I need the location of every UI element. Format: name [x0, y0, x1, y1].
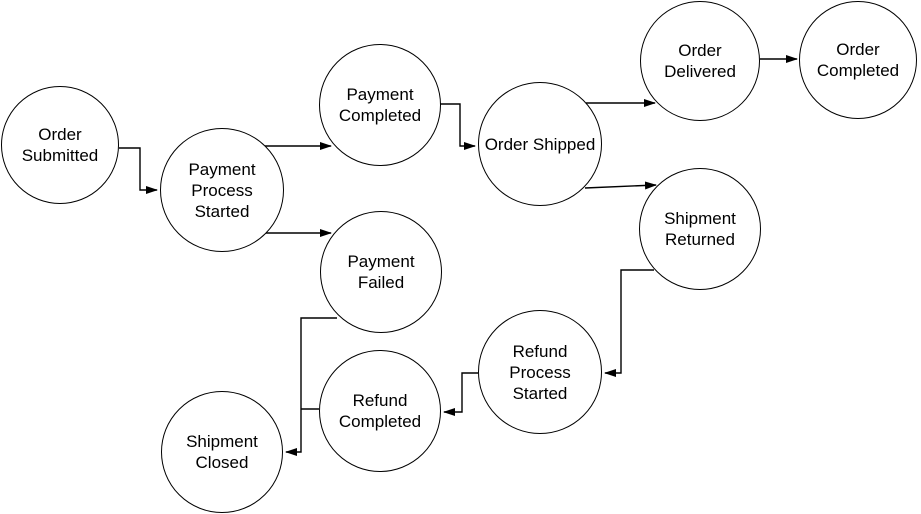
node-order-shipped[interactable]: Order Shipped: [478, 82, 602, 206]
edge-payment-completed-to-order-shipped[interactable]: [440, 103, 476, 150]
edge-shipment-returned-to-refund-process-started[interactable]: [604, 269, 654, 377]
node-order-delivered-label: Order Delivered: [664, 41, 736, 81]
edge-order-submitted-to-payment-process-started[interactable]: [119, 147, 158, 194]
node-shipment-returned-label: Shipment Returned: [664, 209, 736, 249]
node-refund-completed[interactable]: Refund Completed: [319, 350, 441, 472]
edge-order-shipped-to-shipment-returned[interactable]: [584, 181, 657, 190]
node-order-shipped-label: Order Shipped: [484, 134, 596, 154]
node-refund-completed-label: Refund Completed: [338, 391, 422, 431]
node-order-completed-label: Order Completed: [816, 40, 900, 80]
node-payment-process-started[interactable]: Payment Process Started: [160, 128, 284, 252]
node-payment-failed-label: Payment Failed: [347, 252, 415, 292]
node-order-delivered[interactable]: Order Delivered: [640, 1, 760, 121]
node-refund-process-started[interactable]: Refund Process Started: [478, 310, 602, 434]
node-order-submitted[interactable]: Order Submitted: [1, 86, 119, 204]
node-order-submitted-label: Order Submitted: [21, 125, 99, 165]
edge-refund-process-started-to-refund-completed[interactable]: [443, 372, 478, 416]
node-shipment-returned[interactable]: Shipment Returned: [639, 168, 761, 290]
node-shipment-closed-label: Shipment Closed: [186, 432, 258, 472]
node-order-completed[interactable]: Order Completed: [799, 1, 917, 119]
edge-payment-failed-to-shipment-closed[interactable]: [285, 317, 337, 456]
node-payment-failed[interactable]: Payment Failed: [320, 211, 442, 333]
node-payment-completed[interactable]: Payment Completed: [319, 44, 441, 166]
node-refund-process-started-label: Refund Process Started: [509, 341, 571, 403]
node-payment-completed-label: Payment Completed: [338, 85, 422, 125]
node-payment-process-started-label: Payment Process Started: [188, 159, 256, 221]
node-shipment-closed[interactable]: Shipment Closed: [161, 391, 283, 513]
